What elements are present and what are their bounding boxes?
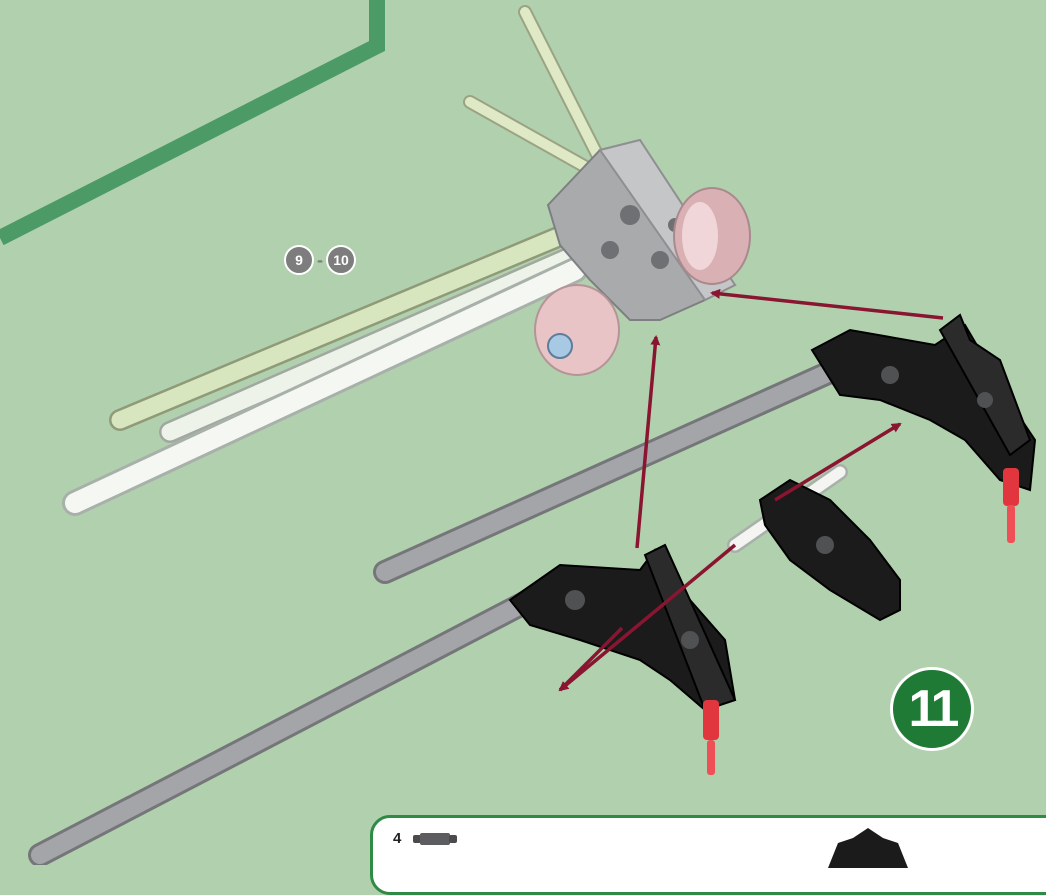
previous-steps-reference: 9 - 10 (284, 246, 356, 274)
part-quantity: 4 (393, 830, 401, 847)
upper-black-bracket (812, 315, 1035, 543)
step-number-badge: 11 (890, 667, 974, 751)
middle-connector (735, 472, 900, 620)
grey-axles (40, 372, 830, 855)
parts-list-item: 4 (393, 830, 458, 847)
reference-step-separator: - (317, 250, 323, 271)
parts-list-panel: 4 (370, 815, 1046, 895)
reference-step-end-badge: 10 (326, 245, 356, 275)
assembly-illustration (0, 0, 1046, 865)
lower-black-bracket (510, 545, 735, 775)
reference-step-start-badge: 9 (284, 245, 314, 275)
connector-rod-icon (412, 831, 458, 847)
page-boundary-line (0, 0, 377, 238)
bracket-part-icon (818, 828, 918, 868)
